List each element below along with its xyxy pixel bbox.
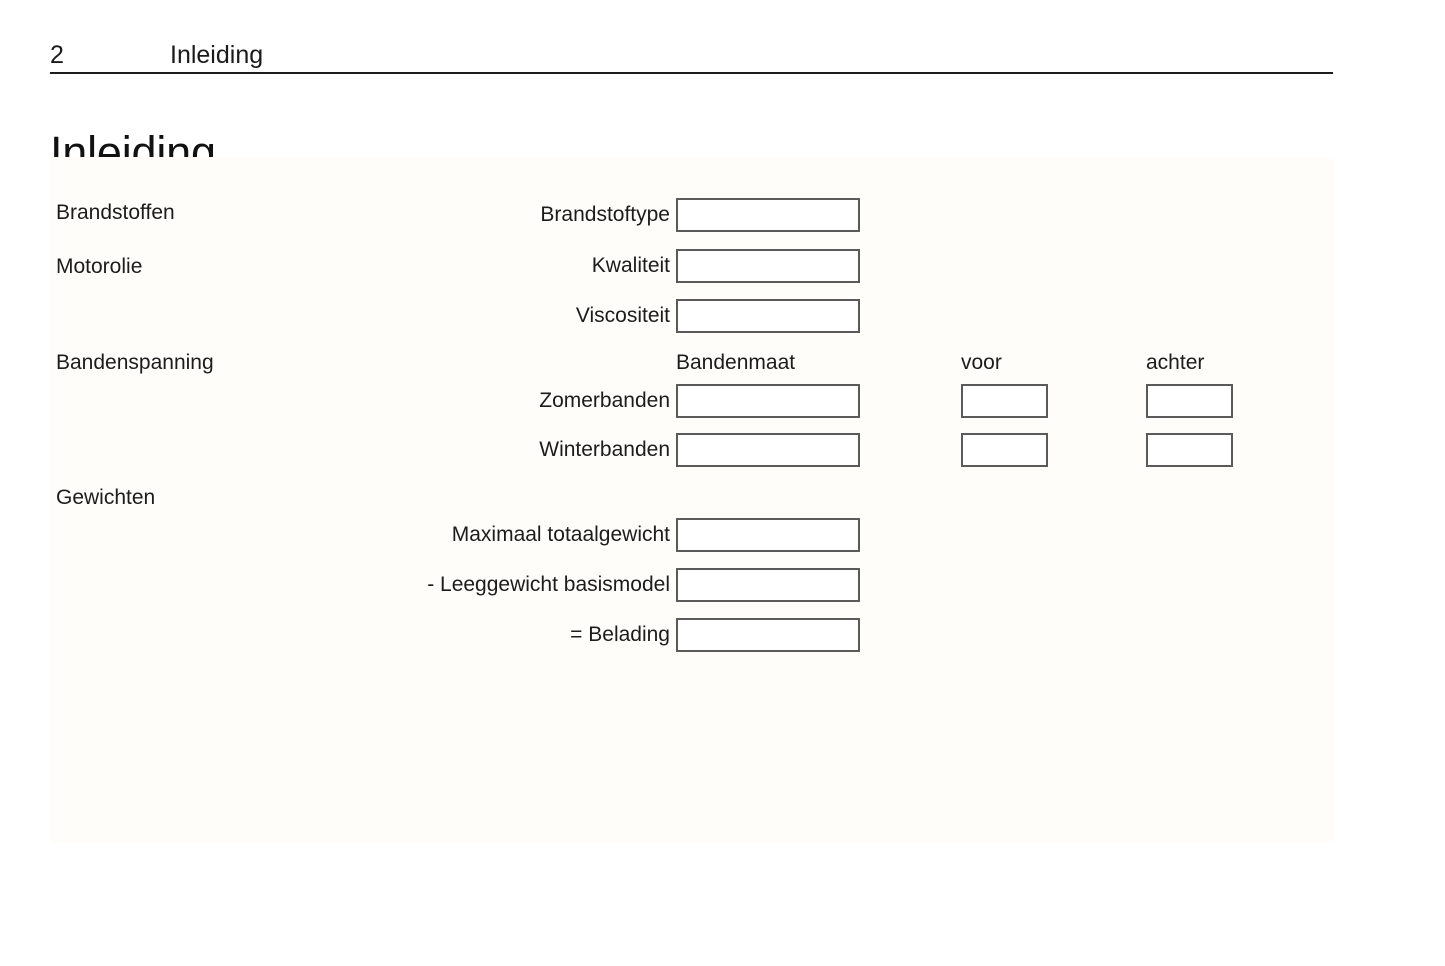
page-number: 2 xyxy=(50,41,64,69)
input-zomerbanden-achter[interactable] xyxy=(1146,384,1233,418)
input-belading[interactable] xyxy=(676,618,860,652)
column-header-bandenmaat: Bandenmaat xyxy=(676,351,796,374)
input-kwaliteit[interactable] xyxy=(676,249,860,283)
column-header-voor: voor xyxy=(961,351,1002,374)
input-leeggewicht-basismodel[interactable] xyxy=(676,568,860,602)
input-maximaal-totaalgewicht[interactable] xyxy=(676,518,860,552)
input-winterbanden-voor[interactable] xyxy=(961,433,1048,467)
section-label-gewichten: Gewichten xyxy=(56,486,156,509)
running-head: 2 Inleiding xyxy=(50,40,1333,74)
input-zomerbanden-voor[interactable] xyxy=(961,384,1048,418)
input-winterbanden-achter[interactable] xyxy=(1146,433,1233,467)
field-label-leeggewicht-basismodel: - Leeggewicht basismodel xyxy=(427,573,670,596)
section-label-bandenspanning: Bandenspanning xyxy=(56,351,214,374)
header-divider xyxy=(50,72,1333,74)
specification-form-panel: Brandstoffen Motorolie Bandenspanning Ge… xyxy=(50,157,1335,843)
field-label-winterbanden: Winterbanden xyxy=(539,438,670,461)
field-label-kwaliteit: Kwaliteit xyxy=(591,254,670,277)
running-head-chapter: Inleiding xyxy=(170,41,264,69)
field-label-belading: = Belading xyxy=(570,623,670,646)
field-label-zomerbanden: Zomerbanden xyxy=(539,389,670,412)
column-header-achter: achter xyxy=(1146,351,1205,374)
section-label-brandstoffen: Brandstoffen xyxy=(56,201,175,224)
field-label-brandstoftype: Brandstoftype xyxy=(540,203,670,226)
section-label-motorolie: Motorolie xyxy=(56,255,143,278)
input-winterbanden-bandenmaat[interactable] xyxy=(676,433,860,467)
field-label-viscositeit: Viscositeit xyxy=(575,304,670,327)
input-brandstoftype[interactable] xyxy=(676,198,860,232)
input-zomerbanden-bandenmaat[interactable] xyxy=(676,384,860,418)
field-label-maximaal-totaalgewicht: Maximaal totaalgewicht xyxy=(451,523,670,546)
input-viscositeit[interactable] xyxy=(676,299,860,333)
